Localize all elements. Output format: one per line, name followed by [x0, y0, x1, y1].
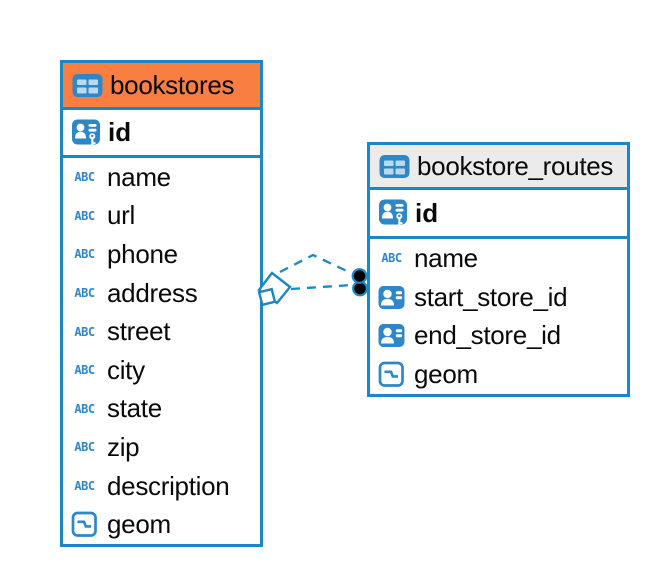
text-type-icon: ABC: [74, 247, 95, 262]
column-row[interactable]: ABC name: [370, 239, 627, 278]
column-row[interactable]: ABC state: [63, 390, 260, 429]
text-type-icon: ABC: [74, 401, 95, 417]
table-icon: [378, 153, 411, 180]
column-row[interactable]: ABC phone: [63, 235, 260, 274]
column-row[interactable]: ABC name: [63, 158, 260, 197]
person-ref-icon: [378, 285, 405, 310]
relationship-dot-marker: [351, 268, 368, 297]
column-row[interactable]: ABC url: [63, 197, 260, 236]
column-name: phone: [107, 238, 178, 269]
text-type-icon: ABC: [74, 169, 95, 185]
text-type-icon: ABC: [74, 208, 95, 224]
column-row[interactable]: geom: [63, 505, 260, 544]
column-name: street: [107, 316, 171, 347]
column-name: zip: [107, 431, 140, 462]
column-name: geom: [414, 359, 478, 390]
text-type-icon: ABC: [74, 324, 95, 340]
column-row-pk[interactable]: id: [370, 190, 627, 239]
column-row[interactable]: ABC description: [63, 467, 260, 506]
person-ref-icon: [378, 323, 405, 348]
column-name: url: [107, 200, 135, 231]
relationship-line-upper[interactable]: [279, 253, 352, 275]
column-name: name: [107, 161, 171, 192]
column-name: end_store_id: [414, 320, 561, 351]
table-icon: [71, 72, 104, 99]
primary-key-icon: [378, 198, 408, 228]
geometry-type-icon: [71, 511, 98, 538]
text-type-icon: ABC: [74, 440, 95, 455]
geometry-type-icon: [378, 361, 405, 388]
table-title: bookstore_routes: [417, 150, 614, 181]
text-type-icon: ABC: [381, 251, 402, 266]
text-type-icon: ABC: [74, 285, 95, 301]
column-list: ABC name start_store_id: [370, 239, 627, 394]
column-name: name: [414, 242, 478, 273]
relationship-line-lower[interactable]: [290, 283, 353, 291]
column-name: id: [415, 197, 439, 228]
column-name: description: [107, 470, 230, 501]
column-row[interactable]: geom: [370, 355, 627, 394]
text-type-icon: ABC: [74, 362, 95, 378]
text-type-icon: ABC: [74, 478, 95, 494]
relationship-diamond-marker: [257, 271, 292, 307]
column-name: state: [107, 393, 162, 424]
table-bookstores[interactable]: bookstores id ABC: [60, 60, 263, 547]
column-name: address: [107, 277, 198, 308]
column-row[interactable]: ABC street: [63, 312, 260, 351]
column-row[interactable]: ABC address: [63, 274, 260, 313]
column-name: geom: [107, 509, 171, 540]
column-name: city: [107, 354, 145, 385]
column-row[interactable]: end_store_id: [370, 317, 627, 356]
table-bookstores-header[interactable]: bookstores: [63, 63, 260, 110]
table-bookstore-routes-header[interactable]: bookstore_routes: [370, 145, 627, 190]
column-row-pk[interactable]: id: [63, 110, 260, 158]
column-row[interactable]: ABC city: [63, 351, 260, 390]
column-name: id: [108, 117, 132, 147]
table-title: bookstores: [110, 69, 235, 100]
table-bookstore-routes[interactable]: bookstore_routes id ABC: [367, 142, 630, 397]
column-list: ABC name ABC url ABC phone ABC address A…: [63, 158, 260, 544]
column-row[interactable]: start_store_id: [370, 278, 627, 317]
primary-key-icon: [71, 118, 101, 148]
column-name: start_store_id: [414, 281, 568, 312]
column-row[interactable]: ABC zip: [63, 428, 260, 467]
